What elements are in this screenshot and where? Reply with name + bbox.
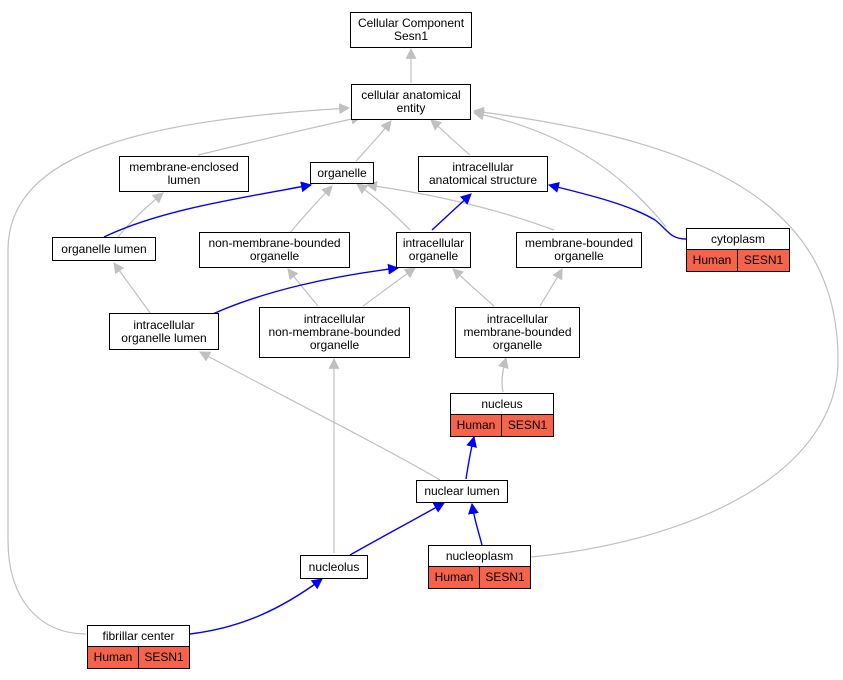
- node-label: nucleoplasm: [429, 546, 530, 567]
- edge-inmbo-nmbo: [287, 268, 319, 307]
- edge-inmbo-io: [362, 267, 416, 307]
- edge-imbo-mbo: [539, 268, 563, 307]
- edge-organelle-cae: [355, 120, 392, 162]
- edge-cytoplasm-ias: [547, 182, 687, 240]
- node-organelle[interactable]: organelle: [310, 162, 374, 184]
- node-cellular-anatomical-entity[interactable]: cellular anatomical entity: [351, 84, 471, 120]
- gene-tag: SESN1: [743, 253, 784, 267]
- organism-tag: Human: [451, 415, 502, 436]
- edge-nmbo-organelle: [289, 185, 333, 234]
- organism-tag: Human: [88, 647, 139, 668]
- edge-fibrillar-nucleolus: [189, 578, 323, 635]
- edge-nucleus-imbo: [497, 356, 509, 393]
- edge-nl-iol: [199, 351, 441, 481]
- edge-imbo-io: [452, 268, 495, 307]
- gene-tag: SESN1: [507, 418, 548, 432]
- edge-iol-ol: [113, 262, 151, 314]
- edge-nucleoplasm-cae: [472, 106, 839, 558]
- gene-tag: SESN1: [485, 570, 525, 584]
- node-cellular-component-root[interactable]: Cellular Component Sesn1: [350, 12, 472, 48]
- node-cytoplasm[interactable]: cytoplasm Human SESN1: [686, 228, 790, 272]
- edge-iol-io: [199, 263, 400, 321]
- node-intracellular-membrane-bounded-organelle[interactable]: intracellular membrane-bounded organelle: [455, 307, 580, 358]
- edge-ias-cae: [430, 119, 471, 156]
- node-non-membrane-bounded-organelle[interactable]: non-membrane-bounded organelle: [199, 232, 350, 268]
- node-organelle-lumen[interactable]: organelle lumen: [52, 237, 156, 261]
- organism-tag: Human: [429, 567, 480, 588]
- node-intracellular-anatomical-structure[interactable]: intracellular anatomical structure: [418, 156, 548, 192]
- organism-tag: Human: [687, 250, 738, 271]
- node-intracellular-organelle[interactable]: intracellular organelle: [396, 232, 471, 268]
- edge-ol-mel: [117, 192, 164, 238]
- edge-io-ias: [431, 193, 472, 231]
- node-intracellular-organelle-lumen[interactable]: intracellular organelle lumen: [109, 313, 219, 350]
- edge-ol-organelle: [103, 181, 313, 238]
- node-nucleolus[interactable]: nucleolus: [300, 555, 368, 579]
- node-label: fibrillar center: [88, 626, 189, 647]
- node-label: nucleus: [451, 394, 553, 415]
- edge-cytoplasm-cae: [472, 109, 667, 228]
- node-intracellular-non-membrane-bounded-organelle[interactable]: intracellular non-membrane-bounded organ…: [259, 307, 410, 358]
- node-membrane-bounded-organelle[interactable]: membrane-bounded organelle: [516, 232, 642, 268]
- node-nuclear-lumen[interactable]: nuclear lumen: [416, 480, 508, 503]
- edge-mel-cae: [197, 113, 363, 156]
- edge-fibrillar-cae: [7, 103, 351, 635]
- node-fibrillar-center[interactable]: fibrillar center Human SESN1: [87, 625, 190, 669]
- edge-io-organelle: [356, 183, 411, 231]
- edge-nucleolus-nl: [349, 502, 445, 556]
- node-membrane-enclosed-lumen[interactable]: membrane-enclosed lumen: [119, 156, 249, 192]
- node-label: cytoplasm: [687, 229, 789, 250]
- gene-tag: SESN1: [144, 650, 184, 664]
- edge-nucleoplasm-nl: [467, 502, 483, 546]
- node-nucleus[interactable]: nucleus Human SESN1: [450, 393, 554, 437]
- node-nucleoplasm[interactable]: nucleoplasm Human SESN1: [428, 545, 531, 589]
- edge-nl-nucleus: [465, 435, 477, 480]
